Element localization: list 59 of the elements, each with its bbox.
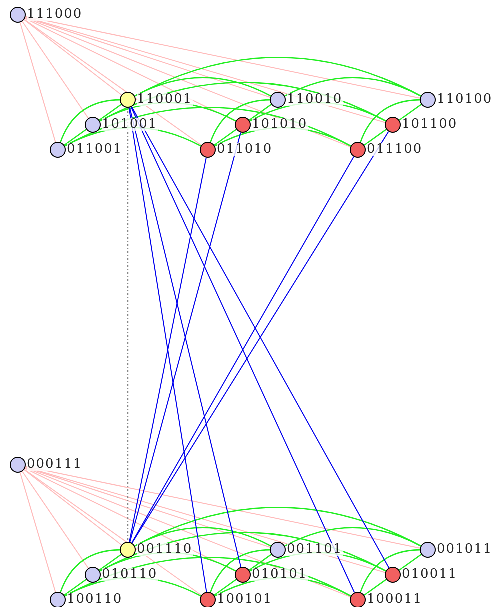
connector-line	[399, 104, 422, 121]
connector-line	[24, 468, 236, 572]
connector-line	[214, 579, 237, 596]
connector-line	[134, 507, 422, 547]
vertex-label: 101100	[402, 118, 458, 131]
connector-line	[364, 129, 387, 146]
vertex-label: 001101	[287, 543, 343, 556]
connector-line	[360, 99, 420, 143]
connector-line	[99, 104, 122, 121]
connector-line	[132, 156, 354, 544]
vertex-label: 010011	[402, 568, 458, 581]
vertex-label: 100110	[67, 593, 123, 606]
vertex-label: 011001	[67, 143, 123, 156]
connector-line	[399, 554, 422, 571]
connector-line	[24, 19, 122, 96]
connector-line	[360, 549, 420, 593]
connector-line	[24, 467, 352, 598]
connector-line	[24, 469, 202, 596]
vertex-label: 001110	[137, 543, 193, 556]
vertex-label: 101010	[252, 118, 308, 131]
vertex-label: 110001	[137, 93, 193, 106]
connector-line	[128, 107, 208, 593]
connector-line	[60, 549, 120, 593]
connector-line	[24, 19, 202, 146]
vertex-label: 000111	[27, 458, 83, 471]
connector-line	[24, 469, 122, 546]
vertex-label: 010101	[252, 568, 308, 581]
connector-line	[364, 579, 387, 596]
connector-line	[64, 129, 87, 146]
vertex-label: 100101	[217, 593, 273, 606]
vertex-label: 011100	[367, 143, 423, 156]
connector-line	[249, 554, 272, 571]
connector-line	[25, 16, 421, 99]
connector-line	[99, 554, 122, 571]
vertex-label: 010110	[102, 568, 158, 581]
connector-line	[129, 157, 207, 543]
vertex-label: 100011	[367, 593, 423, 606]
vertex-label: 111000	[27, 8, 83, 21]
connector-line	[127, 108, 129, 542]
connector-line	[214, 129, 237, 146]
vertex-label: 110100	[437, 93, 493, 106]
vertex-label: 011010	[217, 143, 273, 156]
connector-line	[22, 21, 89, 119]
vertex-label: 001011	[437, 543, 493, 556]
connector-line	[20, 22, 56, 143]
connector-line	[134, 57, 422, 97]
connector-line	[24, 18, 236, 122]
connector-line	[210, 549, 270, 593]
connector-line	[20, 472, 56, 593]
connector-line	[60, 99, 120, 143]
connector-line	[25, 466, 421, 549]
connector-line	[249, 104, 272, 121]
connector-line	[22, 471, 89, 569]
vertex-label: 101001	[102, 118, 158, 131]
connector-line	[24, 17, 352, 148]
connector-line	[130, 106, 356, 594]
connector-line	[64, 579, 87, 596]
connector-line	[210, 99, 270, 143]
vertex-label: 110010	[287, 93, 343, 106]
